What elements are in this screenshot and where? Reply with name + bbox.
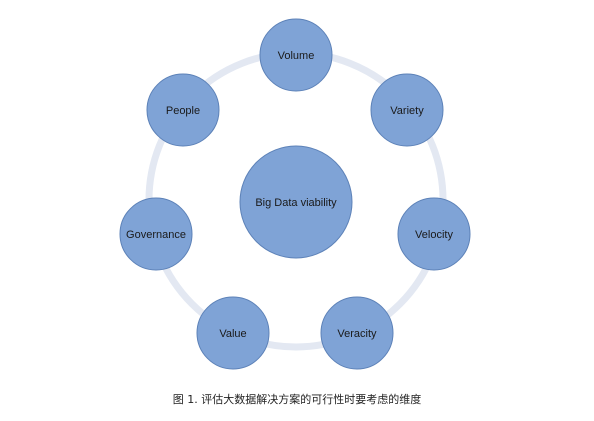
center-node: Big Data viability bbox=[239, 145, 353, 259]
figure-caption: 图 1. 评估大数据解决方案的可行性时要考虑的维度 bbox=[172, 393, 422, 406]
node-governance-label: Governance bbox=[126, 229, 186, 241]
node-variety-label: Variety bbox=[390, 105, 424, 117]
node-people: People bbox=[146, 73, 220, 147]
node-people-circle bbox=[146, 73, 220, 147]
node-people-label: People bbox=[166, 105, 200, 117]
node-volume-label: Volume bbox=[278, 50, 315, 62]
center-node-label: Big Data viability bbox=[255, 197, 337, 209]
node-value-circle bbox=[196, 296, 270, 370]
node-velocity-label: Velocity bbox=[415, 229, 453, 241]
node-veracity-label: Veracity bbox=[337, 328, 377, 340]
node-variety-circle bbox=[370, 73, 444, 147]
center-node-circle bbox=[239, 145, 353, 259]
node-value-label: Value bbox=[219, 328, 246, 340]
node-velocity-circle bbox=[397, 197, 471, 271]
node-volume-circle bbox=[259, 18, 333, 92]
node-velocity: Velocity bbox=[397, 197, 471, 271]
node-veracity: Veracity bbox=[320, 296, 394, 370]
node-value: Value bbox=[196, 296, 270, 370]
node-governance-circle bbox=[119, 197, 193, 271]
node-veracity-circle bbox=[320, 296, 394, 370]
node-governance: Governance bbox=[119, 197, 193, 271]
node-volume: Volume bbox=[259, 18, 333, 92]
node-variety: Variety bbox=[370, 73, 444, 147]
